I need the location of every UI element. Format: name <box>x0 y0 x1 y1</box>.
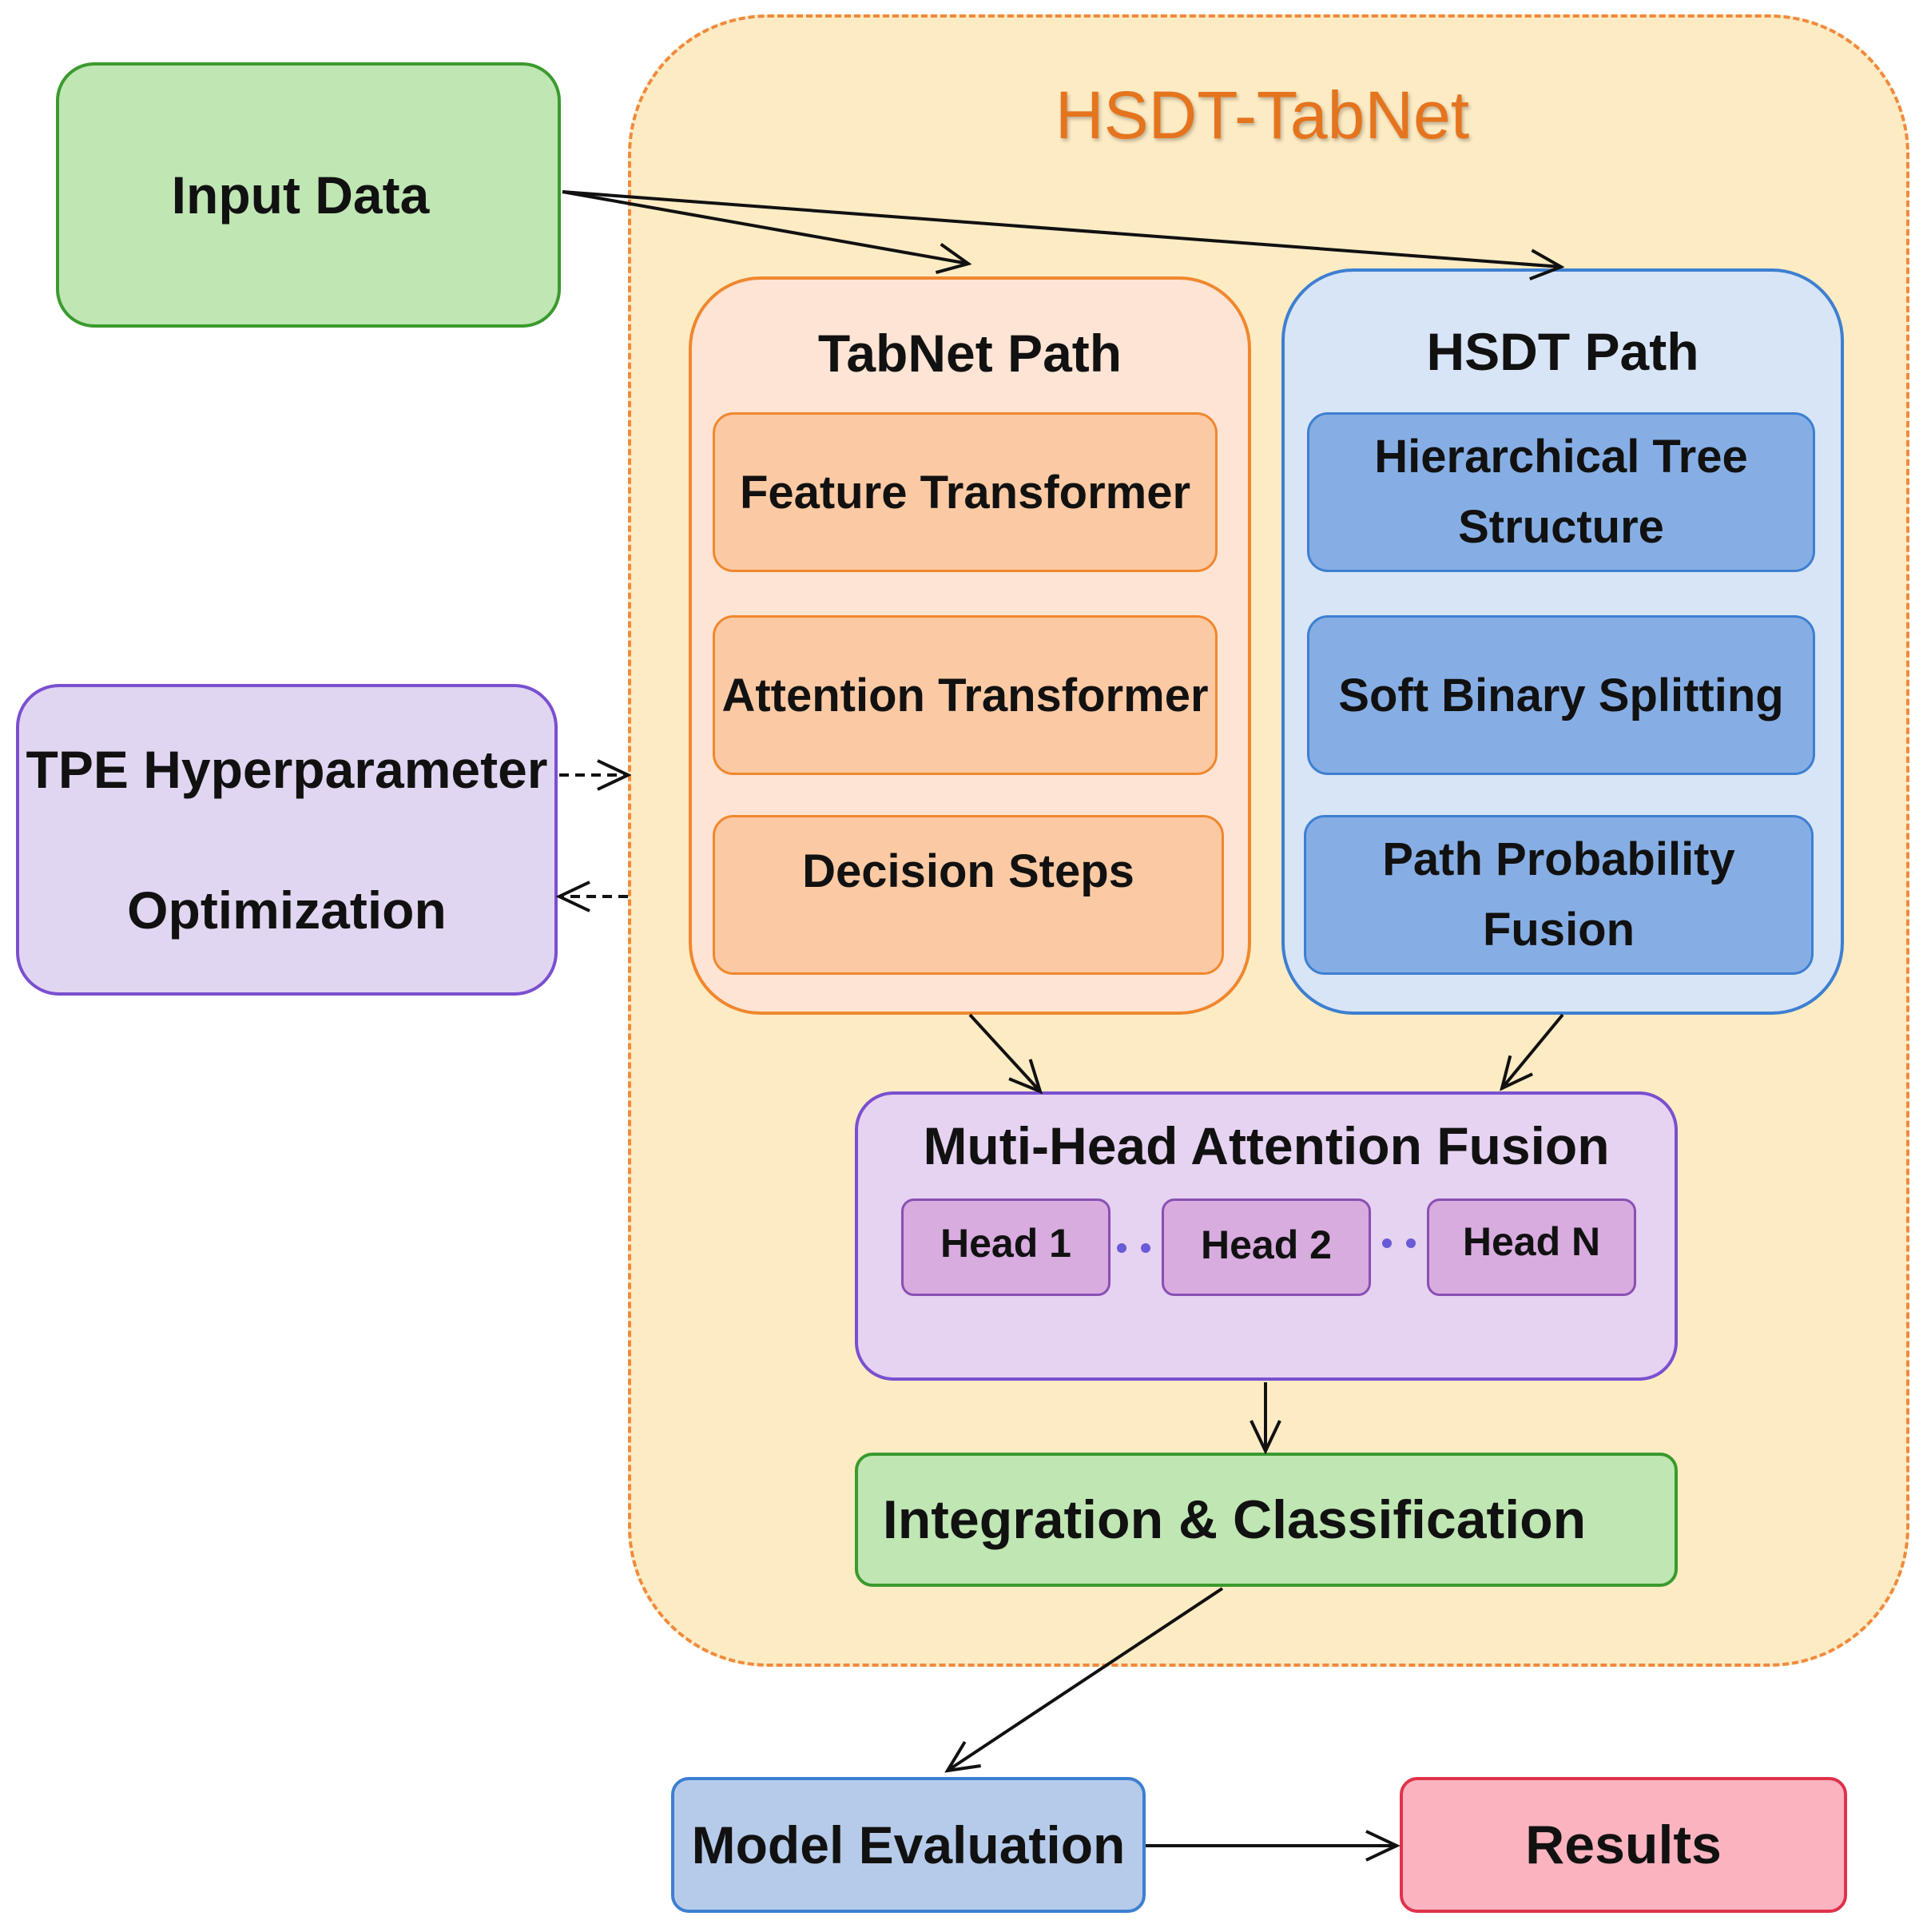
soft-binary-splitting-label: Soft Binary Splitting <box>1338 669 1784 722</box>
tabnet-path-title: TabNet Path <box>817 324 1122 383</box>
feature-transformer-node: Feature Transformer <box>713 412 1218 572</box>
head-separator-dot <box>1382 1238 1392 1248</box>
head-2-node: Head 2 <box>1162 1199 1371 1296</box>
attention-transformer-node: Attention Transformer <box>713 615 1218 775</box>
head-1-node: Head 1 <box>901 1199 1111 1296</box>
arrow-input-to-hsdt <box>562 190 1561 267</box>
path-probability-node: Path Probability Fusion <box>1304 815 1814 975</box>
hsdt-path-title: HSDT Path <box>1426 322 1699 381</box>
head-separator-dot <box>1141 1243 1150 1253</box>
hierarchical-tree-line-2: Structure <box>1458 501 1664 553</box>
input-data-node: Input Data <box>56 62 561 328</box>
container-title: HSDT-TabNet <box>1055 78 1470 153</box>
tpe-optimization-node: TPE Hyperparameter Optimization <box>16 684 558 996</box>
tpe-line-2: Optimization <box>127 881 447 940</box>
arrow-input-to-tabnet <box>562 190 968 264</box>
head-separator-dot <box>1406 1238 1416 1248</box>
hierarchical-tree-line-1: Hierarchical Tree <box>1374 431 1748 483</box>
path-probability-line-2: Fusion <box>1482 904 1635 956</box>
integration-classification-node: Integration & Classification <box>855 1453 1678 1587</box>
arrow-tabnet-to-fusion <box>968 1013 1040 1091</box>
head-separator-dot <box>1117 1243 1126 1253</box>
tpe-line-1: TPE Hyperparameter <box>26 740 548 799</box>
model-evaluation-node: Model Evaluation <box>671 1777 1146 1913</box>
attention-fusion-title: Muti-Head Attention Fusion <box>923 1116 1610 1175</box>
soft-binary-splitting-node: Soft Binary Splitting <box>1307 615 1815 775</box>
head-n-node: Head N <box>1427 1199 1636 1296</box>
arrow-hsdt-to-fusion <box>1502 1013 1564 1088</box>
arrow-integration-to-evaluation <box>948 1587 1224 1771</box>
path-probability-line-1: Path Probability <box>1382 833 1735 885</box>
results-node: Results <box>1400 1777 1847 1913</box>
hierarchical-tree-node: Hierarchical Tree Structure <box>1307 412 1815 572</box>
decision-steps-node: Decision Steps <box>713 815 1224 975</box>
